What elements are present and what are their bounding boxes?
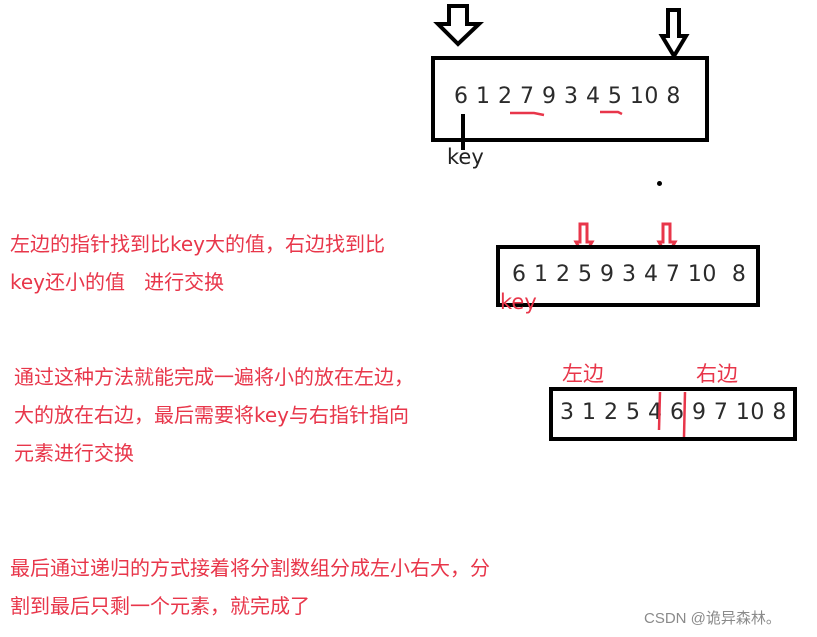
array-box-step2 xyxy=(496,245,760,307)
right-side-label: 右边 xyxy=(696,362,738,386)
key-pointer-line xyxy=(461,114,465,150)
underline-marks xyxy=(510,110,623,117)
array-box-step3 xyxy=(549,387,797,441)
array-step2: 6 1 2 5 9 3 4 7 10 8 xyxy=(512,262,747,287)
key-label-step1: key xyxy=(447,145,484,169)
left-pointer-arrow-icon xyxy=(433,4,484,47)
dot-mark xyxy=(657,181,662,186)
pivot-divider-lines xyxy=(657,391,687,438)
right-pointer-arrow-icon xyxy=(658,8,690,60)
csdn-watermark: CSDN @诡异森林。 xyxy=(644,610,781,627)
left-side-label: 左边 xyxy=(562,362,604,386)
note-recursion: 最后通过递归的方式接着将分割数组分成左小右大，分 割到最后只剩一个元素，就完成了 xyxy=(10,556,490,618)
array-step1: 6 1 2 7 9 3 4 5 10 8 xyxy=(454,84,681,109)
array-box-step1 xyxy=(431,56,709,142)
key-label-step2: key xyxy=(500,290,537,314)
note-swap-rule: 左边的指针找到比key大的值，右边找到比 key还小的值 进行交换 xyxy=(10,232,386,294)
note-partition-result: 通过这种方法就能完成一遍将小的放在左边， 大的放在右边，最后需要将key与右指针… xyxy=(14,365,414,465)
